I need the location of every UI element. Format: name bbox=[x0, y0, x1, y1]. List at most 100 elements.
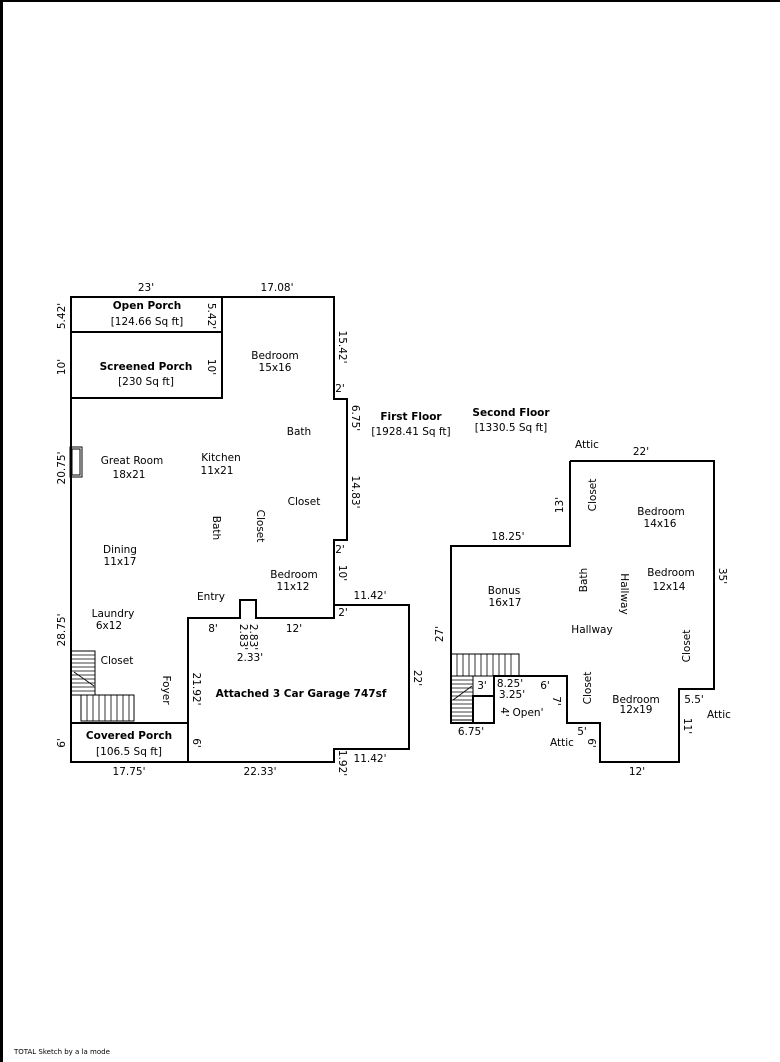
closet-1-label: Closet bbox=[288, 496, 321, 508]
closet-b-label: Closet bbox=[681, 630, 693, 663]
first-floor-area: [1928.41 Sq ft] bbox=[371, 426, 450, 438]
dim-upper-55: 5.5' bbox=[684, 694, 704, 706]
bedroom-1-size: 15x16 bbox=[259, 362, 292, 374]
bedroom-1-label: Bedroom bbox=[251, 350, 299, 362]
dining-label: Dining bbox=[103, 544, 137, 556]
dim-bump-a: 2.83' bbox=[237, 624, 249, 650]
closet-c-label: Closet bbox=[582, 672, 594, 705]
dim-garage-right: 22' bbox=[411, 670, 423, 686]
dim-garage-bottom-right: 11.42' bbox=[354, 753, 387, 765]
dim-upper-11: 11' bbox=[681, 718, 693, 734]
dim-covered-bottom: 17.75' bbox=[113, 766, 146, 778]
great-room-label: Great Room bbox=[101, 455, 163, 467]
foyer-label: Foyer bbox=[160, 675, 172, 705]
covered-porch-area: [106.5 Sq ft] bbox=[96, 746, 162, 758]
bath-1-label: Bath bbox=[287, 426, 311, 438]
dim-covered-left: 6' bbox=[56, 738, 68, 748]
dim-jog-a: 2' bbox=[335, 383, 345, 395]
dim-upper-top-left: 18.25' bbox=[492, 531, 525, 543]
entry-label: Entry bbox=[197, 591, 225, 603]
first-floor-title: First Floor bbox=[380, 411, 442, 423]
dim-open-porch-right: 5.42' bbox=[205, 303, 217, 329]
attic-top-label: Attic bbox=[575, 439, 599, 451]
dim-garage-top: 11.42' bbox=[354, 590, 387, 602]
dim-upper-5: 5' bbox=[577, 726, 587, 738]
dim-upper-top: 22' bbox=[633, 446, 649, 458]
dim-garage-jog: 1.92' bbox=[336, 750, 348, 776]
laundry-size: 6x12 bbox=[96, 620, 122, 632]
dim-bed-right: 15.42' bbox=[336, 331, 348, 364]
second-floor-outline bbox=[450, 460, 715, 763]
laundry-label: Laundry bbox=[92, 608, 135, 620]
bedroom-c-label: Bedroom bbox=[612, 694, 660, 706]
dim-bump-b: 2.83' bbox=[247, 624, 259, 650]
attic-bottom-label: Attic bbox=[550, 737, 574, 749]
bedroom-2-label: Bedroom bbox=[270, 569, 318, 581]
dim-bump-c: 2.33' bbox=[237, 652, 263, 664]
screened-porch-area: [230 Sq ft] bbox=[118, 376, 174, 388]
dim-upper-bottom: 12' bbox=[629, 766, 645, 778]
covered-porch-outline bbox=[70, 722, 189, 763]
garage-label: Attached 3 Car Garage 747sf bbox=[216, 688, 387, 700]
dim-garage-bottom: 22.33' bbox=[244, 766, 277, 778]
bath-upper-label: Bath bbox=[578, 568, 590, 592]
dim-upper-left-jog: 13' bbox=[554, 497, 566, 513]
dim-open-porch-left: 5.42' bbox=[56, 303, 68, 329]
attic-right-label: Attic bbox=[707, 709, 731, 721]
dim-upper-6: 6' bbox=[540, 680, 550, 692]
open-porch-label: Open Porch bbox=[113, 300, 181, 312]
fireplace-inner bbox=[71, 448, 81, 476]
dim-bath-right: 6.75' bbox=[349, 405, 361, 431]
open-to-below-box bbox=[472, 695, 495, 724]
bedroom-a-size: 14x16 bbox=[644, 518, 677, 530]
closet-3-label: Closet bbox=[101, 655, 134, 667]
covered-porch-label: Covered Porch bbox=[86, 730, 172, 742]
dim-bed2-right: 10' bbox=[336, 565, 348, 581]
dim-upper-6b: 6' bbox=[585, 738, 597, 748]
dim-laundry-left: 28.75' bbox=[56, 614, 68, 647]
bedroom-a-label: Bedroom bbox=[637, 506, 685, 518]
bonus-label: Bonus bbox=[488, 585, 520, 597]
dim-top-left: 23' bbox=[138, 282, 154, 294]
dim-upper-right: 35' bbox=[716, 568, 728, 584]
second-floor: Second Floor [1330.5 Sq ft] Attic Closet… bbox=[434, 407, 731, 778]
first-floor: Open Porch [124.66 Sq ft] Screened Porch… bbox=[56, 282, 451, 778]
dim-screened-right: 10' bbox=[205, 359, 217, 375]
second-floor-title: Second Floor bbox=[472, 407, 550, 419]
dim-upper-7: 7' bbox=[550, 696, 562, 706]
dim-jog-c: 2' bbox=[338, 607, 348, 619]
screened-porch-label: Screened Porch bbox=[100, 361, 193, 373]
bedroom-b-label: Bedroom bbox=[647, 567, 695, 579]
dim-upper-bottom-left: 6.75' bbox=[458, 726, 484, 738]
dim-foyer-wall: 21.92' bbox=[190, 673, 202, 706]
bedroom-c-size: 12x19 bbox=[620, 704, 653, 716]
screened-porch-outline bbox=[70, 331, 223, 399]
garage-outline bbox=[187, 604, 410, 763]
dim-jog-b: 2' bbox=[335, 544, 345, 556]
fireplace bbox=[69, 446, 83, 478]
bath-2-label: Bath bbox=[210, 516, 222, 540]
dim-entry-8: 8' bbox=[208, 623, 218, 635]
bonus-size: 16x17 bbox=[489, 597, 522, 609]
second-floor-stairs bbox=[450, 653, 520, 721]
footer-credit: TOTAL Sketch by a la mode bbox=[14, 1048, 110, 1056]
dim-top-right: 17.08' bbox=[261, 282, 294, 294]
closet-a-label: Closet bbox=[587, 479, 599, 512]
open-porch-area: [124.66 Sq ft] bbox=[111, 316, 184, 328]
first-floor-stairs bbox=[70, 650, 135, 722]
dim-upper-4: 4' bbox=[498, 707, 510, 717]
kitchen-label: Kitchen bbox=[201, 452, 240, 464]
hallway-label: Hallway bbox=[571, 624, 612, 636]
dim-great-left: 20.75' bbox=[56, 452, 68, 485]
dim-mid-right: 14.83' bbox=[349, 476, 361, 509]
second-floor-area: [1330.5 Sq ft] bbox=[475, 422, 548, 434]
dim-screened-left: 10' bbox=[56, 359, 68, 375]
open-label: Open' bbox=[513, 707, 544, 719]
dim-stair-825: 8.25' bbox=[497, 678, 523, 690]
dim-upper-left: 27' bbox=[434, 626, 446, 642]
kitchen-size: 11x21 bbox=[201, 465, 234, 477]
dim-stair-3: 3' bbox=[477, 680, 487, 692]
great-room-size: 18x21 bbox=[113, 469, 146, 481]
